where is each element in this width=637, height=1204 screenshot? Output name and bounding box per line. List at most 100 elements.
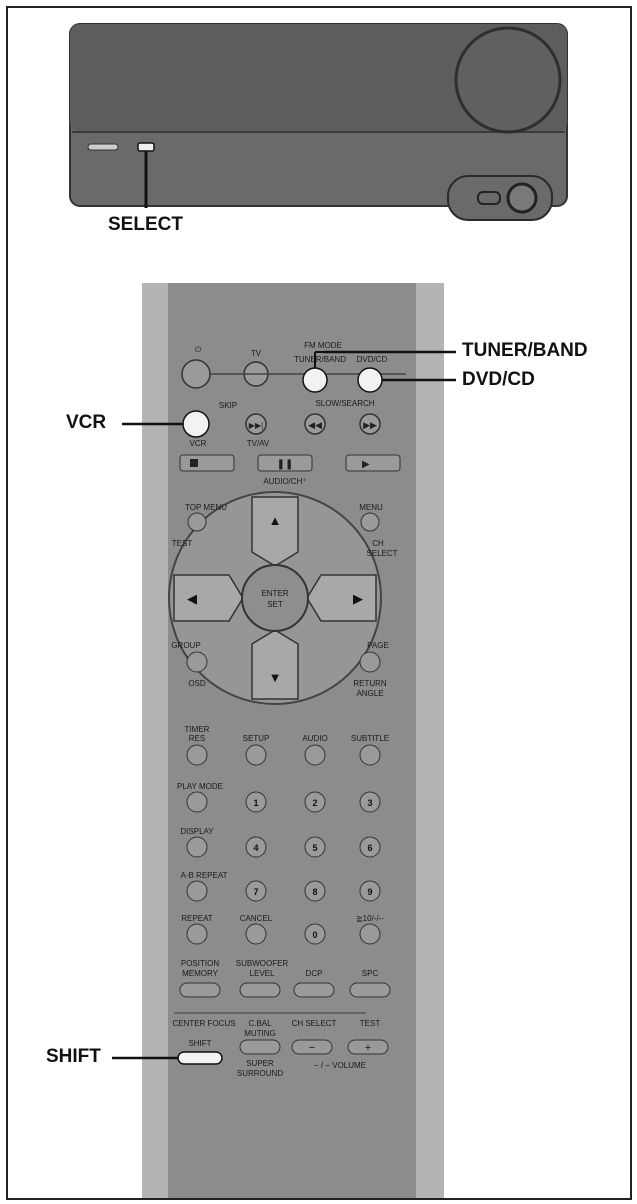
timer-label: TIMER (185, 725, 210, 734)
nav-left-button[interactable] (173, 574, 244, 622)
digit-1-label: 1 (253, 798, 258, 808)
minus-icon: − (309, 1042, 315, 1054)
digit-5-button[interactable] (304, 836, 326, 858)
audio-label: AUDIO (302, 734, 327, 743)
audio-button[interactable] (304, 744, 326, 766)
tuner-band-label: TUNER/BAND (294, 355, 346, 364)
digit-3-label: 3 (367, 798, 372, 808)
ab-repeat-button[interactable] (186, 880, 208, 902)
digit-6-button[interactable] (359, 836, 381, 858)
shift-small-label: SHIFT (188, 1039, 211, 1048)
menu-button[interactable] (360, 512, 380, 532)
test-label: TEST (172, 539, 193, 548)
res-label: RES (189, 734, 205, 743)
volume-knob[interactable] (454, 26, 562, 134)
repeat-label: REPEAT (181, 914, 213, 923)
dvd-cd-button[interactable] (357, 367, 383, 393)
nav-up-button[interactable] (251, 496, 299, 567)
stop-button[interactable] (179, 454, 235, 472)
setup-button[interactable] (245, 744, 267, 766)
digit-8-button[interactable] (304, 880, 326, 902)
digit-3-button[interactable] (359, 791, 381, 813)
shift-button[interactable] (177, 1051, 223, 1065)
menu-label: MENU (359, 503, 383, 512)
position-memory-button[interactable] (179, 982, 221, 998)
position-memory-label-1: POSITION (181, 959, 219, 968)
return-button[interactable] (359, 651, 381, 673)
play-icon: ▶ (362, 459, 370, 470)
digit-2-label: 2 (312, 798, 317, 808)
digit-7-label: 7 (253, 887, 258, 897)
right-arrow-icon: ▶ (353, 591, 363, 606)
ab-repeat-label: A-B REPEAT (181, 871, 228, 880)
main-unit (69, 23, 568, 221)
top-menu-button[interactable] (187, 512, 207, 532)
c-bal-label: C.BAL (248, 1019, 272, 1028)
rewind-button[interactable] (304, 413, 326, 435)
play-button[interactable] (345, 454, 401, 472)
fm-mode-label: FM MODE (304, 341, 342, 350)
stop-icon (190, 459, 198, 467)
digit-8-label: 8 (312, 887, 317, 897)
play-mode-button[interactable] (186, 791, 208, 813)
ch-select-label-1: CH (372, 539, 384, 548)
slow-search-label: SLOW/SEARCH (315, 399, 374, 408)
volume-down-button[interactable] (291, 1039, 333, 1055)
subtitle-button[interactable] (359, 744, 381, 766)
osd-button[interactable] (186, 651, 208, 673)
enter-button[interactable] (241, 564, 309, 632)
subwoofer-level-label-1: SUBWOOFER (236, 959, 289, 968)
digit-9-label: 9 (367, 887, 372, 897)
digit-4-button[interactable] (245, 836, 267, 858)
page-label: PAGE (367, 641, 389, 650)
unit-top-panel (70, 24, 567, 132)
timer-res-button[interactable] (186, 744, 208, 766)
digit-2-button[interactable] (304, 791, 326, 813)
dvd-cd-label: DVD/CD (357, 355, 388, 364)
display-button[interactable] (186, 836, 208, 858)
plus10-button[interactable] (359, 923, 381, 945)
digit-1-button[interactable] (245, 791, 267, 813)
top-menu-label: TOP MENU (185, 503, 227, 512)
subtitle-label: SUBTITLE (351, 734, 389, 743)
down-arrow-icon: ▼ (269, 670, 282, 685)
vcr-button[interactable] (182, 410, 210, 438)
power-button[interactable] (181, 359, 211, 389)
volume-up-button[interactable] (347, 1039, 389, 1055)
display-label: DISPLAY (180, 827, 214, 836)
setup-label: SETUP (243, 734, 270, 743)
position-memory-label-2: MEMORY (182, 969, 219, 978)
osd-label: OSD (188, 679, 206, 688)
tuner-band-button[interactable] (302, 367, 328, 393)
fast-forward-button[interactable] (359, 413, 381, 435)
digit-0-button[interactable] (304, 923, 326, 945)
pause-button[interactable] (257, 454, 313, 472)
play-mode-label: PLAY MODE (177, 782, 223, 791)
nav-right-button[interactable] (306, 574, 377, 622)
fast-forward-icon: ▶▶ (363, 420, 377, 430)
power-icon: ⏻ (195, 345, 202, 354)
repeat-button[interactable] (186, 923, 208, 945)
muting-label: MUTING (244, 1029, 276, 1038)
ch-select-row-label: CH SELECT (292, 1019, 337, 1028)
callout-lines (112, 350, 456, 1060)
cancel-button[interactable] (245, 923, 267, 945)
dcp-label: DCP (306, 969, 323, 978)
unit-select-button[interactable] (137, 142, 155, 152)
super-label-2: SURROUND (237, 1069, 283, 1078)
digit-7-button[interactable] (245, 880, 267, 902)
muting-button[interactable] (239, 1039, 281, 1055)
subwoofer-level-button[interactable] (239, 982, 281, 998)
spc-button[interactable] (349, 982, 391, 998)
digit-9-button[interactable] (359, 880, 381, 902)
select-callout: SELECT (108, 214, 183, 235)
dcp-button[interactable] (293, 982, 335, 998)
disc-eject-ring[interactable] (506, 182, 538, 214)
skip-next-button[interactable] (245, 413, 267, 435)
tv-av-label: TV/AV (247, 439, 270, 448)
nav-down-button[interactable] (251, 629, 299, 700)
remote-labels: ⏻ TV FM MODE TUNER/BAND DVD/CD SKIP SLOW… (171, 341, 397, 1078)
group-label: GROUP (171, 641, 200, 650)
digit-4-label: 4 (253, 843, 258, 853)
dvd-cd-callout: DVD/CD (462, 369, 535, 390)
